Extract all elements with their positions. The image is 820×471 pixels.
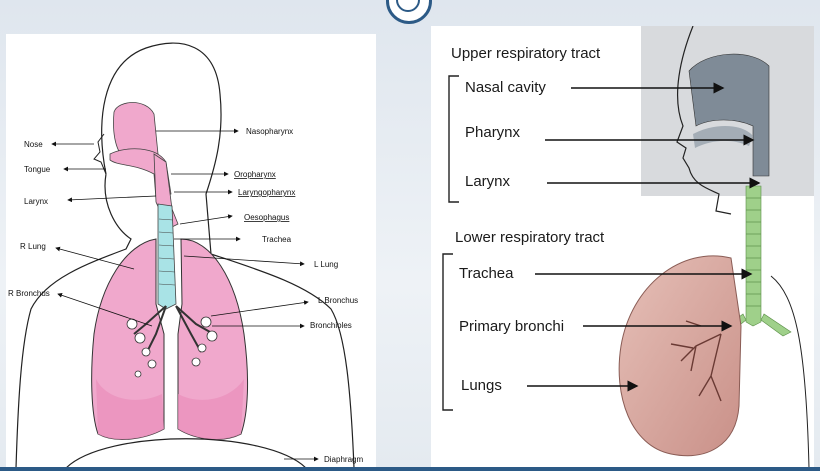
lower-tract-heading: Lower respiratory tract: [455, 229, 605, 246]
left-diagram-svg: Nose Tongue Larynx R Lung R Bronchus Nas…: [8, 42, 363, 468]
label-r-lung: R Lung: [20, 242, 46, 251]
trachea-rings: [158, 218, 176, 286]
label-trachea: Trachea: [459, 265, 514, 282]
label-lungs: Lungs: [461, 377, 502, 394]
label-larynx: Larynx: [24, 197, 48, 206]
label-larynx: Larynx: [465, 173, 511, 190]
right-respiratory-diagram: Upper respiratory tract Nasal cavity Pha…: [431, 26, 814, 468]
label-oropharynx: Oropharynx: [234, 170, 276, 179]
label-l-lung: L Lung: [314, 260, 338, 269]
face-profile: [93, 133, 107, 175]
label-primary-bronchi: Primary bronchi: [459, 318, 564, 335]
label-pharynx: Pharynx: [465, 124, 521, 141]
larynx-trachea-shape: [745, 185, 762, 327]
label-oesophagus: Oesophagus: [244, 213, 289, 222]
head-profile: [676, 26, 732, 215]
label-nose: Nose: [24, 140, 43, 149]
left-respiratory-diagram: Nose Tongue Larynx R Lung R Bronchus Nas…: [6, 34, 376, 468]
label-l-bronchus: L Bronchus: [318, 296, 358, 305]
upper-bracket: [448, 75, 459, 203]
oral-cavity-shape: [693, 125, 753, 148]
label-diaphragm: Diaphragm: [324, 455, 363, 464]
label-nasopharynx: Nasopharynx: [246, 127, 293, 136]
lung-shape: [618, 255, 742, 457]
bronchioles-clusters: [126, 316, 218, 378]
slide-bottom-bar: [0, 467, 820, 471]
label-bronchioles: Bronchioles: [310, 321, 352, 330]
nasal-cavity-shape: [688, 53, 770, 177]
trachea-shape: [157, 203, 177, 310]
label-r-bronchus: R Bronchus: [8, 289, 50, 298]
label-trachea: Trachea: [262, 235, 292, 244]
lower-bracket: [442, 253, 453, 411]
left-lung-lower-shade: [178, 379, 244, 440]
diaphragm-line: [65, 438, 307, 468]
label-tongue: Tongue: [24, 165, 51, 174]
trachea-rings: [746, 197, 761, 307]
body-edge: [770, 275, 810, 468]
lung-bronchi-tree: [670, 320, 722, 402]
body-outline: [15, 42, 355, 468]
label-nasal-cavity: Nasal cavity: [465, 79, 546, 96]
label-laryngopharynx: Laryngopharynx: [238, 188, 295, 197]
upper-tract-heading: Upper respiratory tract: [451, 45, 601, 62]
right-lung-lower-shade: [96, 379, 164, 440]
right-diagram-svg: Upper respiratory tract Nasal cavity Pha…: [442, 26, 814, 468]
